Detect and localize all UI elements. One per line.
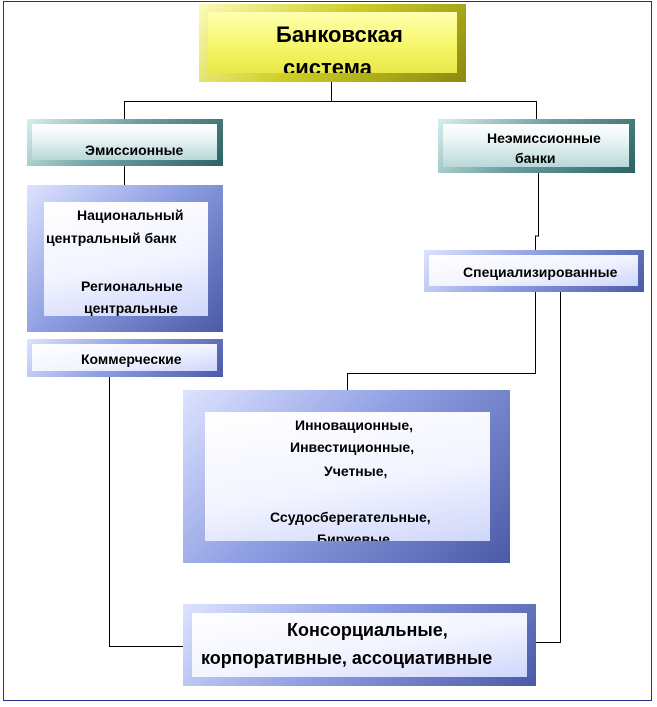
commercial-banks-face: Коммерческие: [32, 344, 217, 371]
connector-kommerch-konsort: [109, 377, 183, 647]
non-emission-banks-face: Неэмиссионные банки: [443, 124, 629, 167]
emission-banks-label: Эмиссионные: [85, 142, 184, 158]
bank-types-line4: Ссудосберегательные,: [270, 509, 431, 525]
connector-special-types: [347, 292, 536, 390]
central-banks-line4: центральные: [84, 300, 178, 316]
non-emission-banks-label-line1: Неэмиссионные: [487, 130, 601, 146]
specialized-banks-label: Специализированные: [463, 264, 618, 280]
consortium-banks-line2: корпоративные, ассоциативные: [201, 648, 493, 668]
bank-types-line5: Биржевые: [317, 531, 390, 541]
bank-types-face: Инновационные, Инвестиционные, Учетные, …: [205, 412, 490, 541]
connector-special-konsort: [536, 292, 561, 643]
consortium-banks-face: Консорциальные, корпоративные, ассоциати…: [192, 613, 527, 677]
specialized-banks-node: Специализированные: [424, 250, 644, 292]
non-emission-banks-label-line2: банки: [515, 150, 556, 166]
banking-system-node: Банковская система: [199, 4, 466, 82]
page-border: [3, 1, 652, 701]
central-banks-line1: Национальный: [77, 207, 184, 223]
bank-types-line1: Инновационные,: [295, 417, 414, 433]
connector-root-branch: [124, 101, 537, 119]
central-banks-node: Национальный центральный банк Региональн…: [27, 185, 223, 332]
commercial-banks-label: Коммерческие: [81, 351, 182, 367]
consortium-banks-line1: Консорциальные,: [287, 620, 448, 640]
connector-neemis-special: [535, 173, 539, 250]
emission-banks-face: Эмиссионные: [32, 124, 217, 160]
specialized-banks-face: Специализированные: [429, 255, 638, 286]
bank-types-line2: Инвестиционные,: [290, 439, 415, 455]
central-banks-face: Национальный центральный банк Региональн…: [44, 202, 208, 316]
commercial-banks-node: Коммерческие: [27, 339, 223, 377]
bank-types-line3: Учетные,: [324, 463, 388, 479]
banking-system-title-line1: Банковская: [276, 22, 403, 47]
emission-banks-node: Эмиссионные: [27, 119, 223, 166]
banking-system-title-line2: система: [283, 55, 372, 73]
central-banks-line2: центральный банк: [46, 230, 177, 246]
consortium-banks-node: Консорциальные, корпоративные, ассоциати…: [183, 604, 536, 686]
bank-types-node: Инновационные, Инвестиционные, Учетные, …: [183, 390, 510, 563]
non-emission-banks-node: Неэмиссионные банки: [438, 119, 635, 173]
banking-system-face: Банковская система: [208, 12, 457, 73]
central-banks-line3: Региональные: [81, 278, 183, 294]
